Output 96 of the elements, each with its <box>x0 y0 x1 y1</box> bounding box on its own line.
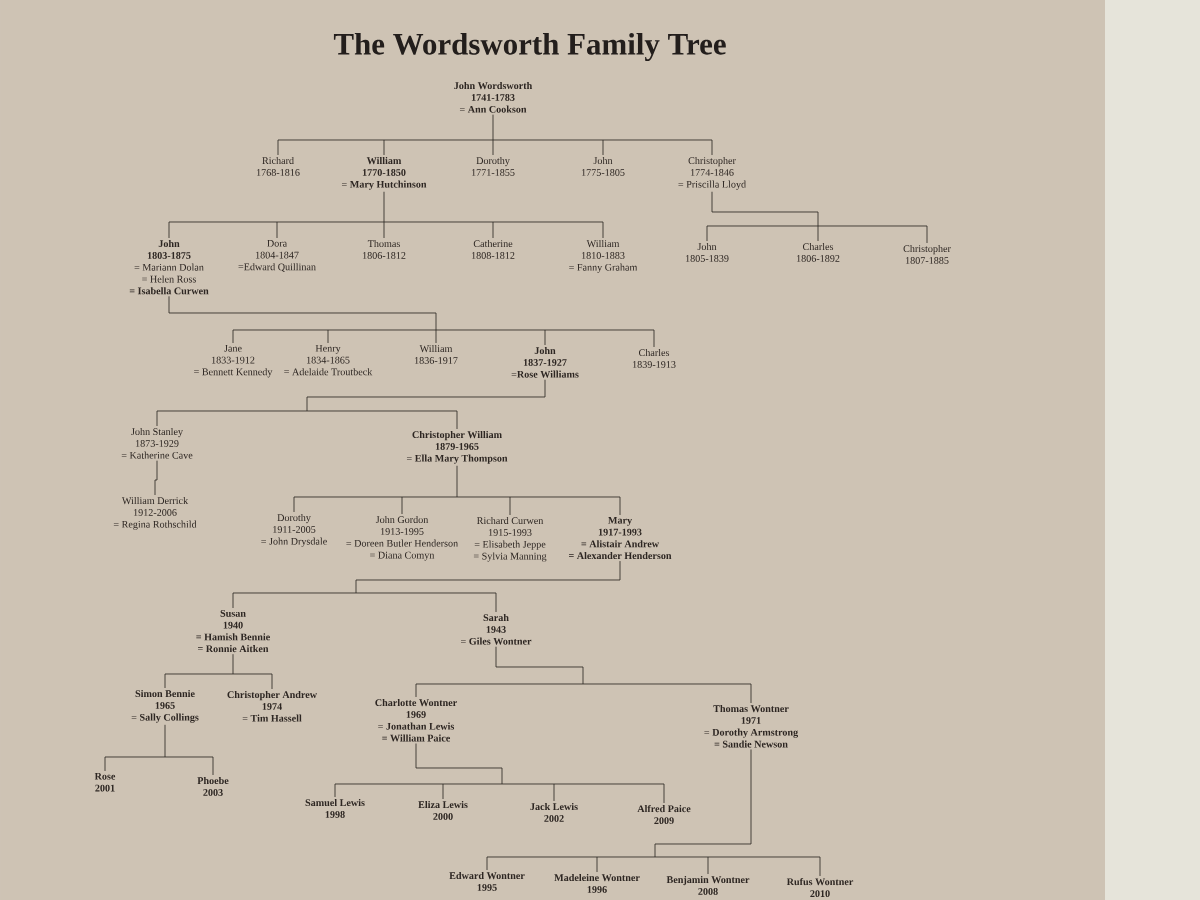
tree-line <box>104 724 214 758</box>
tree-line <box>277 139 279 156</box>
tree-line <box>817 225 819 242</box>
person-entry: John Wordsworth 1741-1783 = Ann Cookson <box>454 81 533 113</box>
person-entry: William 1810-1883 = Fanny Graham <box>569 239 638 273</box>
person-entry: Simon Bennie 1965 = Sally Collings <box>131 690 199 723</box>
person-entry: Dora 1804-1847 =Edward Quillinan <box>238 239 316 272</box>
person-entry: William 1836-1917 <box>414 344 458 364</box>
tree-line <box>156 379 546 412</box>
tree-line <box>442 783 444 800</box>
tree-line <box>212 756 214 776</box>
tree-line <box>750 683 752 704</box>
tree-line <box>435 329 437 344</box>
person-entry: Henry 1834-1865 = Adelaide Troutbeck <box>284 344 373 376</box>
tree-line <box>156 410 158 427</box>
person-entry: Sarah 1943 = Giles Wontner <box>461 614 532 645</box>
tree-line <box>544 329 546 346</box>
person-entry: Jack Lewis 2002 <box>530 802 578 822</box>
person-entry: John Stanley 1873-1929 = Katherine Cave <box>121 428 193 459</box>
tree-line <box>277 114 713 141</box>
person-entry: Charles 1806-1892 <box>796 242 840 262</box>
tree-line <box>819 856 821 877</box>
person-entry: Christopher Andrew 1974 = Tim Hassell <box>227 691 317 722</box>
person-entry: Mary 1917-1993 = Alistair Andrew = Alexander Henderson <box>569 516 672 560</box>
person-entry: Rose 2001 <box>94 772 116 792</box>
tree-line <box>232 592 234 609</box>
tree-line <box>619 496 621 516</box>
person-entry: Charlotte Wontner 1969 = Jonathan Lewis = William Paice <box>375 699 457 742</box>
tree-line <box>711 139 713 156</box>
tree-line <box>293 496 295 513</box>
person-entry: John Gordon 1913-1995 = Doreen Butler Henderson = Diana Comyn <box>346 516 458 561</box>
tree-line <box>232 329 234 344</box>
tree-line <box>154 479 156 496</box>
person-entry: Alfred Paice 2009 <box>637 804 691 824</box>
tree-line <box>415 646 752 685</box>
tree-line <box>602 221 604 239</box>
tree-line <box>495 592 497 613</box>
tree-line <box>456 410 458 430</box>
tree-line <box>327 329 329 344</box>
person-entry: Madeleine Wontner 1996 <box>554 874 640 893</box>
person-entry: Christopher 1774-1846 = Priscilla Lloyd <box>678 156 746 190</box>
tree-line <box>334 783 336 798</box>
tree-line <box>553 783 555 802</box>
title: The Wordsworth Family Tree <box>333 32 726 62</box>
person-entry: Christopher William 1879-1965 = Ella Mary Thompson <box>406 431 508 464</box>
person-entry: Edward Wontner 1995 <box>449 872 525 891</box>
tree-line <box>168 191 604 223</box>
person-entry: Jane 1833-1912 = Bennett Kennedy <box>194 344 273 378</box>
tree-line <box>383 221 385 239</box>
tree-line <box>168 295 655 331</box>
tree-line <box>383 139 385 156</box>
tree-line <box>602 139 604 156</box>
tree-line <box>663 783 665 804</box>
tree-line <box>271 673 273 690</box>
person-entry: William Derrick 1912-2006 = Regina Rothschild <box>113 497 197 530</box>
tree-line <box>401 496 403 515</box>
tree-line <box>276 221 278 239</box>
person-entry: Susan 1940 = Hamish Bennie = Ronnie Aitken <box>196 609 270 653</box>
person-entry: William 1770-1850 = Mary Hutchinson <box>342 156 427 190</box>
person-entry: Thomas Wontner 1971 = Dorothy Armstrong = Sandie Newson <box>704 705 799 748</box>
tree-line <box>164 653 273 675</box>
tree-line <box>706 225 708 242</box>
tree-line <box>707 856 709 875</box>
tree-line <box>415 683 417 698</box>
person-entry: John 1837-1927 =Rose Williams <box>511 347 579 378</box>
tree-line <box>486 856 488 871</box>
person-entry: Samuel Lewis 1998 <box>305 799 365 818</box>
tree-line <box>164 673 166 689</box>
person-entry: Dorothy 1771-1855 <box>471 156 515 176</box>
person-entry: John 1803-1875 = Mariann Dolan = Helen Ross = Isabella Curwen <box>129 239 209 295</box>
person-entry: Thomas 1806-1812 <box>362 239 406 259</box>
tree-line <box>926 225 928 244</box>
person-entry: John 1805-1839 <box>685 242 729 262</box>
person-entry: Charles 1839-1913 <box>632 348 676 368</box>
person-entry: Benjamin Wontner 2008 <box>666 876 750 895</box>
tree-line <box>168 221 170 239</box>
person-entry: Eliza Lewis 2000 <box>418 801 468 820</box>
person-entry: John 1775-1805 <box>581 156 625 176</box>
tree-line <box>509 496 511 516</box>
tree-line <box>154 460 158 481</box>
tree-line <box>486 749 821 858</box>
tree-line <box>596 856 598 873</box>
tree-line <box>104 756 106 772</box>
person-entry: Christopher 1807-1885 <box>903 244 951 264</box>
tree-line <box>492 221 494 239</box>
person-entry: Catherine 1808-1812 <box>471 239 515 259</box>
person-entry: Richard 1768-1816 <box>256 156 300 176</box>
tree-line <box>334 743 665 785</box>
person-entry: Rufus Wontner 2010 <box>786 877 854 897</box>
person-entry: Dorothy 1911-2005 = John Drysdale <box>261 514 327 547</box>
tree-line <box>653 329 655 348</box>
tree-line <box>232 560 621 594</box>
tree-line <box>492 139 494 156</box>
person-entry: Phoebe 2003 <box>197 777 229 796</box>
tree-line <box>706 191 928 227</box>
tree-line <box>293 465 621 498</box>
